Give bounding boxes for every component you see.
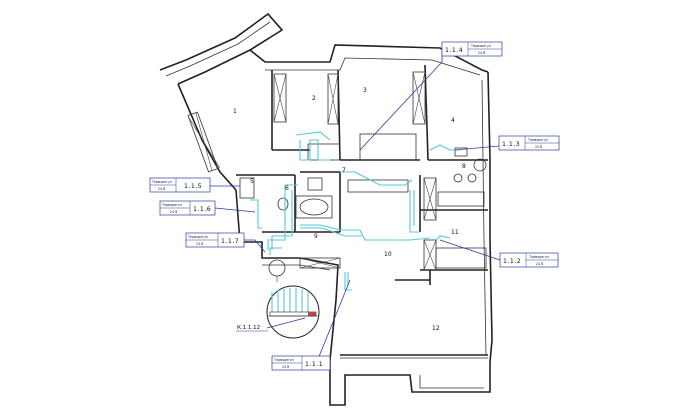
built-in-units <box>187 71 487 271</box>
tag-value: 24 В <box>196 242 203 246</box>
room-number-6: 6 <box>285 185 289 192</box>
room-number-8: 8 <box>462 163 466 170</box>
room-number-9: 9 <box>314 233 318 240</box>
leader-lines <box>210 52 501 365</box>
thermostat-tag-1-1-6: Терморегул 24 В 1.1.6 <box>159 200 216 216</box>
tag-value: 24 В <box>535 145 542 149</box>
tag-name: Терморегул <box>470 44 491 48</box>
room-numbers: 1 2 3 4 5 6 7 8 9 10 11 12 <box>233 87 466 332</box>
thermostat-tag-1-1-2: 1.1.2 Терморегул 24 В <box>499 252 559 268</box>
detail-label: К.1.1.12 <box>237 325 260 331</box>
detail-callout <box>266 259 320 339</box>
tag-value: 24 В <box>478 51 485 55</box>
tag-name: Терморегул <box>161 203 182 207</box>
heating-pipes <box>250 131 460 291</box>
room-number-1: 1 <box>233 108 237 115</box>
thermostat-tag-1-1-3: 1.1.3 Терморегул 24 В <box>498 135 560 151</box>
thermostat-tag-1-1-4: 1.1.4 Терморегул 24 В <box>441 41 503 57</box>
thermostat-tag-1-1-5: Терморегул 24 В 1.1.5 <box>149 177 211 193</box>
tag-id: 1.1.4 <box>445 47 463 54</box>
tag-value: 24 В <box>170 210 177 214</box>
detail-pipes <box>271 288 309 312</box>
tag-id: 1.1.3 <box>502 141 520 148</box>
room-number-4: 4 <box>451 117 455 124</box>
thermostat-tag-1-1-1: Терморегул 24 В 1.1.1 <box>271 355 331 371</box>
room-number-2: 2 <box>312 95 316 102</box>
tag-value: 24 В <box>536 262 543 266</box>
interior-walls <box>236 64 488 359</box>
tag-name: Терморегул <box>528 255 549 259</box>
room-number-10: 10 <box>384 251 392 258</box>
tag-name: Терморегул <box>527 138 548 142</box>
tag-id: 1.1.1 <box>305 361 323 368</box>
tag-value: 24 В <box>282 365 289 369</box>
tag-id: 1.1.2 <box>503 258 521 265</box>
room-number-5: 5 <box>250 178 254 185</box>
tag-id: 1.1.6 <box>193 206 211 213</box>
tag-value: 24 В <box>158 187 165 191</box>
heater-element <box>308 312 316 316</box>
tag-id: 1.1.7 <box>221 238 239 245</box>
detail-label-group: К.1.1.12 <box>236 325 268 332</box>
tag-name: Терморегул <box>151 180 172 184</box>
room-number-11: 11 <box>451 229 459 236</box>
tag-id: 1.1.5 <box>184 183 202 190</box>
thermostat-tag-1-1-7: Терморегул 24 В 1.1.7 <box>185 232 245 248</box>
room-number-3: 3 <box>363 87 367 94</box>
tag-name: Терморегул <box>273 358 294 362</box>
room-number-7: 7 <box>342 167 346 174</box>
room-number-12: 12 <box>432 325 440 332</box>
tag-name: Терморегул <box>187 235 208 239</box>
